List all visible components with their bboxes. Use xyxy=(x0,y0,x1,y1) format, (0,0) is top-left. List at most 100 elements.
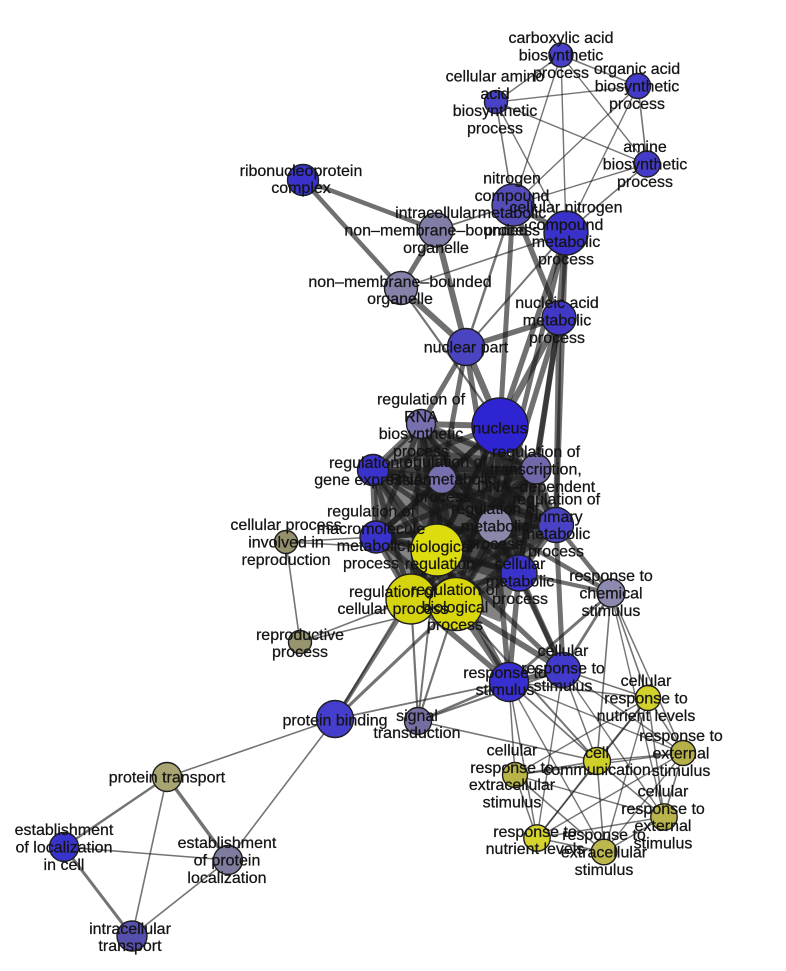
svg-text:primary: primary xyxy=(529,509,582,526)
svg-text:protein binding: protein binding xyxy=(283,713,388,730)
svg-text:process: process xyxy=(492,591,548,608)
svg-text:regulation: regulation xyxy=(405,556,475,573)
svg-text:in cell: in cell xyxy=(44,857,85,874)
svg-text:chemical: chemical xyxy=(579,586,642,603)
svg-text:cellular nitrogen: cellular nitrogen xyxy=(510,199,623,216)
svg-text:response to: response to xyxy=(569,568,653,585)
svg-text:process: process xyxy=(533,65,589,82)
svg-text:biosynthetic: biosynthetic xyxy=(603,157,688,174)
svg-text:process: process xyxy=(393,444,449,461)
svg-text:involved in: involved in xyxy=(248,535,324,552)
svg-text:reproduction: reproduction xyxy=(242,552,331,569)
svg-text:biosynthetic: biosynthetic xyxy=(595,79,680,96)
svg-text:external: external xyxy=(653,746,710,763)
svg-text:metabolic: metabolic xyxy=(337,538,405,555)
svg-text:cellular process: cellular process xyxy=(230,517,341,534)
svg-text:regulation of: regulation of xyxy=(399,454,488,471)
svg-text:nutrient levels: nutrient levels xyxy=(486,841,585,858)
svg-text:process: process xyxy=(609,96,665,113)
svg-text:regulation of: regulation of xyxy=(411,582,500,599)
svg-text:RNA metabolic: RNA metabolic xyxy=(390,472,496,489)
svg-text:process: process xyxy=(467,536,523,553)
svg-text:compound: compound xyxy=(475,188,550,205)
svg-text:response to: response to xyxy=(463,665,547,682)
svg-text:process: process xyxy=(538,252,594,269)
svg-text:localization: localization xyxy=(187,870,266,887)
svg-text:organelle: organelle xyxy=(403,240,469,257)
svg-text:metabolic: metabolic xyxy=(522,526,590,543)
svg-text:metabolic: metabolic xyxy=(461,519,529,536)
svg-text:nucleic acid: nucleic acid xyxy=(515,295,599,312)
svg-text:metabolic: metabolic xyxy=(486,574,554,591)
svg-text:metabolic: metabolic xyxy=(478,205,546,222)
svg-text:cellular: cellular xyxy=(487,742,538,759)
svg-text:extracellular: extracellular xyxy=(561,845,648,862)
svg-text:response to: response to xyxy=(470,760,554,777)
svg-text:biological: biological xyxy=(422,600,489,617)
svg-text:organic acid: organic acid xyxy=(594,61,680,78)
svg-text:cellular: cellular xyxy=(621,673,672,690)
svg-text:acid: acid xyxy=(480,86,509,103)
svg-text:protein transport: protein transport xyxy=(109,770,226,787)
svg-text:process: process xyxy=(528,544,584,561)
svg-text:regulation of: regulation of xyxy=(329,455,418,472)
svg-text:cell: cell xyxy=(585,745,609,762)
svg-text:non–membrane–bounded: non–membrane–bounded xyxy=(344,223,527,240)
svg-text:response to: response to xyxy=(639,728,723,745)
svg-text:stimulus: stimulus xyxy=(476,682,535,699)
svg-text:organelle: organelle xyxy=(367,291,433,308)
svg-text:cellular amino: cellular amino xyxy=(446,68,545,85)
svg-text:stimulus: stimulus xyxy=(652,763,711,780)
svg-text:nucleus: nucleus xyxy=(472,421,527,438)
svg-text:stimulus: stimulus xyxy=(582,603,641,620)
svg-text:regulation of: regulation of xyxy=(349,584,438,601)
svg-text:of protein: of protein xyxy=(194,853,261,870)
svg-text:regulation of: regulation of xyxy=(512,491,601,508)
svg-text:response to: response to xyxy=(521,661,605,678)
svg-text:process: process xyxy=(617,174,673,191)
svg-text:process: process xyxy=(484,223,540,240)
svg-text:nitrogen: nitrogen xyxy=(483,170,541,187)
svg-text:transduction: transduction xyxy=(373,725,460,742)
svg-text:non–membrane–bounded: non–membrane–bounded xyxy=(308,274,491,291)
svg-text:carboxylic acid: carboxylic acid xyxy=(509,30,614,47)
svg-text:establishment: establishment xyxy=(15,822,114,839)
svg-text:cellular: cellular xyxy=(538,643,589,660)
svg-text:regulation of: regulation of xyxy=(327,503,416,520)
svg-text:complex: complex xyxy=(271,180,331,197)
svg-text:extracellular: extracellular xyxy=(469,777,556,794)
svg-text:response to: response to xyxy=(493,824,577,841)
svg-text:metabolic: metabolic xyxy=(523,313,591,330)
svg-text:cellular process: cellular process xyxy=(337,601,448,618)
svg-text:process: process xyxy=(272,644,328,661)
svg-text:amine: amine xyxy=(623,139,667,156)
svg-text:regulation of: regulation of xyxy=(377,391,466,408)
svg-text:external: external xyxy=(635,818,692,835)
svg-text:regulation of: regulation of xyxy=(492,444,581,461)
svg-text:reproductive: reproductive xyxy=(256,627,344,644)
svg-text:response to: response to xyxy=(604,691,688,708)
svg-text:response to: response to xyxy=(621,801,705,818)
svg-text:nuclear part: nuclear part xyxy=(424,340,509,357)
svg-text:process: process xyxy=(415,489,471,506)
svg-text:cellular: cellular xyxy=(495,556,546,573)
svg-text:of localization: of localization xyxy=(16,840,113,857)
svg-text:response to: response to xyxy=(562,827,646,844)
svg-text:biosynthetic: biosynthetic xyxy=(379,426,464,443)
svg-text:process: process xyxy=(529,330,585,347)
svg-text:regulation of: regulation of xyxy=(451,501,540,518)
svg-text:biosynthetic: biosynthetic xyxy=(453,103,538,120)
svg-text:process: process xyxy=(427,617,483,634)
svg-text:ribonucleoprotein: ribonucleoprotein xyxy=(240,163,363,180)
svg-text:metabolic: metabolic xyxy=(532,234,600,251)
svg-text:stimulus: stimulus xyxy=(534,678,593,695)
svg-text:stimulus: stimulus xyxy=(483,795,542,812)
svg-text:communication: communication xyxy=(543,762,651,779)
svg-text:signal: signal xyxy=(396,708,438,725)
svg-text:process: process xyxy=(343,556,399,573)
svg-text:transport: transport xyxy=(98,938,162,955)
svg-text:establishment: establishment xyxy=(178,835,277,852)
svg-text:intracellular: intracellular xyxy=(89,921,171,938)
svg-text:RNA: RNA xyxy=(404,409,438,426)
svg-text:biosynthetic: biosynthetic xyxy=(519,48,604,65)
